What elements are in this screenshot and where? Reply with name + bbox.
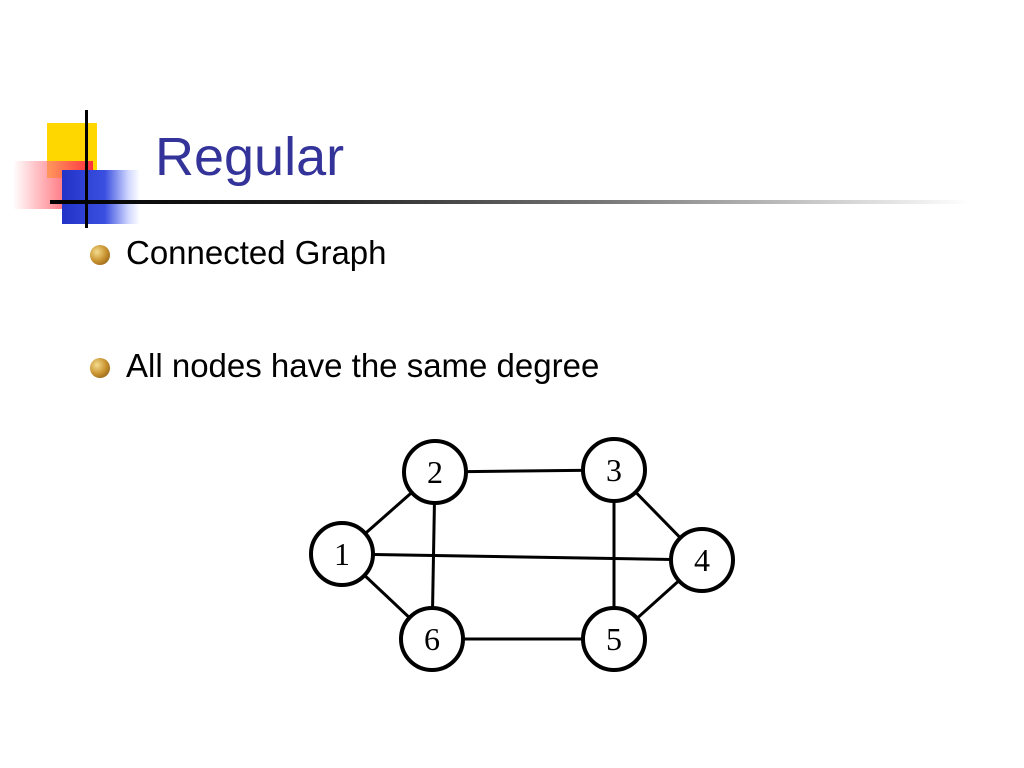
node-1: [309, 521, 375, 587]
bullet-item: Connected Graph: [88, 230, 608, 275]
logo-vertical-line: [85, 110, 88, 228]
node-label-1: 1: [334, 536, 350, 572]
bullet-item: All nodes have the same degree: [88, 343, 608, 388]
node-5: [581, 606, 647, 672]
node-4: [669, 527, 735, 593]
node-label-4: 4: [694, 542, 710, 578]
node-label-2: 2: [427, 454, 443, 490]
title-underline-rule: [50, 200, 970, 204]
bronze-sphere-bullet-icon: [90, 358, 110, 378]
node-label-3: 3: [606, 452, 622, 488]
bullet-list: Connected Graph All nodes have the same …: [88, 230, 608, 388]
node-6: [399, 606, 465, 672]
logo-blue-square: [62, 170, 140, 224]
node-label-6: 6: [424, 621, 440, 657]
node-label-5: 5: [606, 621, 622, 657]
bullet-text: Connected Graph: [126, 234, 387, 271]
bronze-sphere-bullet-icon: [90, 245, 110, 265]
slide-title: Regular: [155, 127, 345, 187]
node-2: [402, 439, 468, 505]
node-3: [581, 437, 647, 503]
regular-graph-diagram: 1 2 3 4 5 6: [309, 437, 735, 672]
bullet-text: All nodes have the same degree: [126, 347, 600, 384]
edge-1-4: [341, 552, 703, 562]
